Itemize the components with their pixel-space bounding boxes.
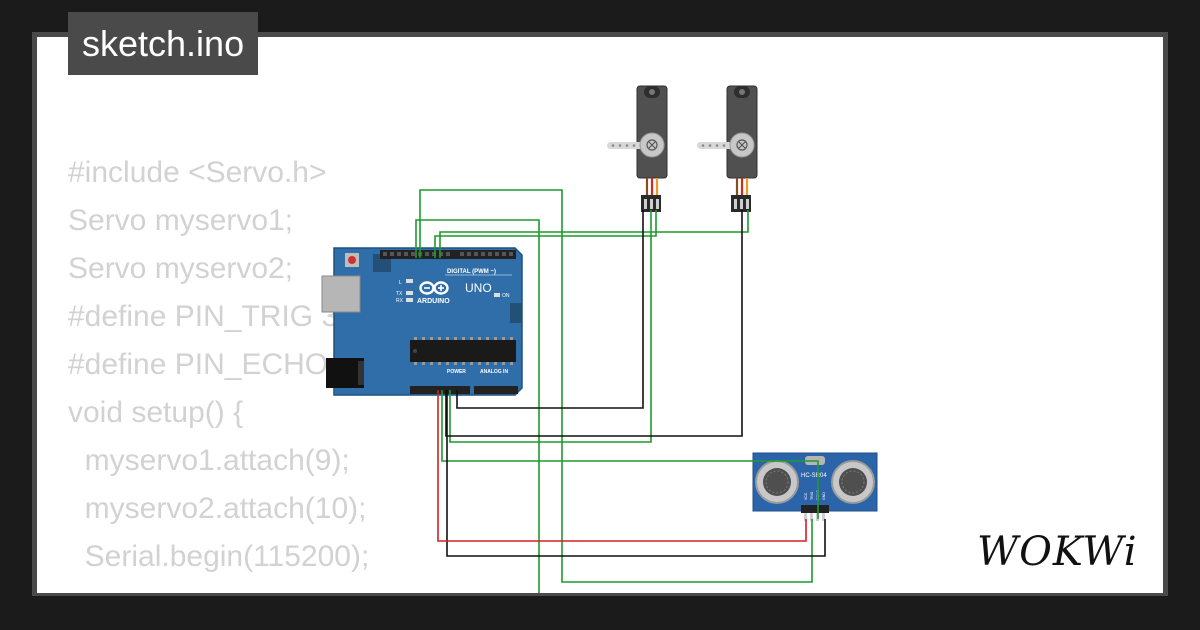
servo-2 xyxy=(697,85,758,212)
code-line: #include <Servo.h> xyxy=(68,156,327,189)
wokwi-logo-text: WOKWi xyxy=(977,529,1138,575)
servo-1 xyxy=(607,85,668,212)
arduino-logo-icon xyxy=(419,281,449,295)
analog-in-label: ANALOG IN xyxy=(480,369,508,375)
led-tx-label: TX xyxy=(396,291,403,297)
led-rx-label: RX xyxy=(396,298,404,304)
wire-black-gnd-1 xyxy=(456,210,644,409)
sketch-filename-tab: sketch.ino xyxy=(68,12,259,75)
preview-canvas: #include <Servo.h> Servo myservo1; Servo m… xyxy=(37,37,1163,593)
wire-black-gnd-2 xyxy=(445,210,743,437)
usb-port xyxy=(321,275,361,313)
sensor-pin-gnd-label: GND xyxy=(822,492,826,500)
wires xyxy=(415,189,826,593)
wire-red-vcc xyxy=(437,390,807,542)
code-line: void setup() { xyxy=(68,396,244,429)
code-line: Servo myservo2; xyxy=(68,252,294,285)
wire-green-vcc xyxy=(441,390,819,519)
wire-servo1-signal xyxy=(419,189,813,583)
led-l-label: L xyxy=(399,280,402,286)
code-line: Serial.begin(115200); xyxy=(68,540,370,573)
code-line: Servo myservo1; xyxy=(68,204,294,237)
wire-black-gnd-3 xyxy=(446,390,826,557)
sensor-pin-trig-label: TRIG xyxy=(810,491,814,500)
sensor-pin-vcc-label: VCC xyxy=(804,492,808,500)
code-line: myservo1.attach(9); xyxy=(68,444,350,477)
wire-green-bus xyxy=(449,210,652,443)
wokwi-logo: WOKWi xyxy=(977,529,1138,575)
code-preview: #include <Servo.h> Servo myservo1; Servo m… xyxy=(68,149,369,581)
sensor-label: HC-SR04 xyxy=(801,473,827,479)
hc-sr04-sensor: HC-SR04 VCC TRIG ECHO GND xyxy=(752,452,878,521)
board-model-label: UNO xyxy=(465,281,492,295)
atmega-chip xyxy=(410,340,516,362)
wire-servo2-signal xyxy=(415,219,540,593)
arduino-uno-board: DIGITAL (PWM ~) L TX RX ARDUINO UNO ON P… xyxy=(321,247,523,396)
power-label: POWER xyxy=(447,369,466,375)
wire-green-servo2 xyxy=(439,210,749,258)
digital-pwm-label: DIGITAL (PWM ~) xyxy=(447,269,496,275)
on-led-label: ON xyxy=(502,293,510,299)
wire-green-power xyxy=(434,210,657,258)
code-line: myservo2.attach(10); xyxy=(68,492,367,525)
arduino-logo-text: ARDUINO xyxy=(417,298,450,305)
